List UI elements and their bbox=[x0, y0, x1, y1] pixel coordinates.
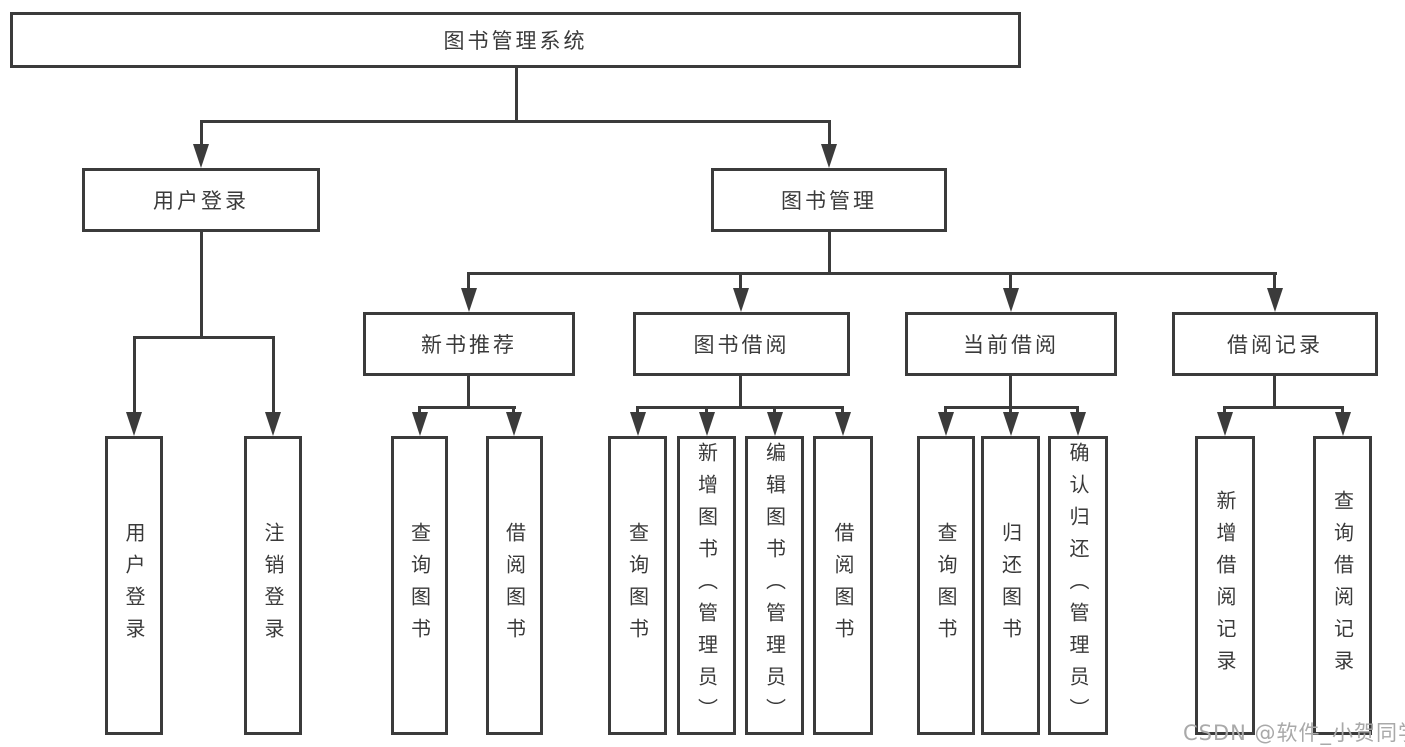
leaf-query-borrow-record: 查询借阅记录 bbox=[1313, 436, 1372, 735]
connector-line bbox=[200, 230, 203, 338]
leaf-return-books: 归还图书 bbox=[981, 436, 1040, 735]
node-user-login-branch-label: 用户登录 bbox=[153, 189, 249, 213]
arrow-down-icon bbox=[630, 412, 646, 436]
arrow-down-icon bbox=[835, 412, 851, 436]
csdn-watermark: CSDN @软件_小贺同学 bbox=[1183, 721, 1405, 745]
connector-line bbox=[418, 406, 516, 409]
leaf-confirm-return-admin-label: 确认归还（管理员） bbox=[1066, 441, 1090, 730]
connector-line bbox=[1273, 272, 1276, 292]
arrow-down-icon bbox=[412, 412, 428, 436]
connector-line bbox=[1273, 374, 1276, 408]
connector-line bbox=[828, 230, 831, 274]
node-book-management-branch: 图书管理 bbox=[711, 168, 947, 232]
connector-line bbox=[636, 406, 844, 409]
leaf-query-books-2-label: 查询图书 bbox=[625, 521, 650, 650]
connector-line bbox=[1009, 272, 1012, 292]
leaf-logout: 注销登录 bbox=[244, 436, 302, 735]
node-book-borrowing: 图书借阅 bbox=[633, 312, 850, 376]
arrow-down-icon bbox=[1267, 288, 1283, 312]
leaf-edit-books-admin: 编辑图书（管理员） bbox=[745, 436, 804, 735]
leaf-edit-books-admin-label: 编辑图书（管理员） bbox=[762, 441, 787, 730]
arrow-down-icon bbox=[821, 144, 837, 168]
leaf-add-books-admin: 新增图书（管理员） bbox=[677, 436, 736, 735]
arrow-down-icon bbox=[1335, 412, 1351, 436]
connector-line bbox=[200, 120, 203, 148]
leaf-query-books-3-label: 查询图书 bbox=[934, 521, 958, 650]
leaf-query-books-1-label: 查询图书 bbox=[407, 521, 432, 650]
leaf-borrow-books-1: 借阅图书 bbox=[486, 436, 543, 735]
connector-line bbox=[133, 336, 136, 416]
connector-line bbox=[1009, 374, 1012, 408]
leaf-query-books-2: 查询图书 bbox=[608, 436, 667, 735]
connector-line bbox=[945, 406, 1079, 409]
connector-line bbox=[828, 120, 831, 148]
arrow-down-icon bbox=[767, 412, 783, 436]
arrow-down-icon bbox=[1003, 288, 1019, 312]
node-root: 图书管理系统 bbox=[10, 12, 1021, 68]
connector-line bbox=[200, 120, 831, 123]
leaf-add-borrow-record: 新增借阅记录 bbox=[1195, 436, 1255, 735]
arrow-down-icon bbox=[1070, 412, 1086, 436]
leaf-confirm-return-admin: 确认归还（管理员） bbox=[1048, 436, 1108, 735]
arrow-down-icon bbox=[733, 288, 749, 312]
connector-line bbox=[1224, 406, 1343, 409]
node-book-borrowing-label: 图书借阅 bbox=[693, 333, 790, 357]
connector-line bbox=[739, 272, 742, 292]
connector-line bbox=[468, 272, 1277, 275]
arrow-down-icon bbox=[938, 412, 954, 436]
arrow-down-icon bbox=[1003, 412, 1019, 436]
connector-line bbox=[467, 374, 470, 408]
node-current-borrowing: 当前借阅 bbox=[905, 312, 1117, 376]
node-user-login-branch: 用户登录 bbox=[82, 168, 320, 232]
arrow-down-icon bbox=[1217, 412, 1233, 436]
arrow-down-icon bbox=[193, 144, 209, 168]
leaf-query-borrow-record-label: 查询借阅记录 bbox=[1330, 489, 1355, 682]
node-borrowing-records: 借阅记录 bbox=[1172, 312, 1378, 376]
node-new-book-recommendation: 新书推荐 bbox=[363, 312, 575, 376]
leaf-query-books-3: 查询图书 bbox=[917, 436, 975, 735]
connector-line bbox=[133, 336, 275, 339]
leaf-query-books-1: 查询图书 bbox=[391, 436, 448, 735]
leaf-add-books-admin-label: 新增图书（管理员） bbox=[694, 441, 719, 730]
leaf-user-login-label: 用户登录 bbox=[122, 521, 146, 650]
node-new-book-recommendation-label: 新书推荐 bbox=[421, 333, 517, 357]
node-root-label: 图书管理系统 bbox=[443, 29, 588, 53]
arrow-down-icon bbox=[126, 412, 142, 436]
arrow-down-icon bbox=[461, 288, 477, 312]
connector-line bbox=[467, 272, 470, 292]
arrow-down-icon bbox=[265, 412, 281, 436]
leaf-borrow-books-2-label: 借阅图书 bbox=[831, 521, 855, 650]
connector-line bbox=[739, 374, 742, 408]
leaf-borrow-books-2: 借阅图书 bbox=[813, 436, 873, 735]
leaf-user-login: 用户登录 bbox=[105, 436, 163, 735]
leaf-add-borrow-record-label: 新增借阅记录 bbox=[1213, 489, 1237, 682]
leaf-logout-label: 注销登录 bbox=[261, 521, 285, 650]
node-borrowing-records-label: 借阅记录 bbox=[1227, 333, 1323, 357]
connector-line bbox=[515, 68, 518, 123]
leaf-return-books-label: 归还图书 bbox=[998, 521, 1023, 650]
leaf-borrow-books-1-label: 借阅图书 bbox=[502, 521, 527, 650]
node-book-management-branch-label: 图书管理 bbox=[781, 189, 877, 213]
arrow-down-icon bbox=[506, 412, 522, 436]
node-current-borrowing-label: 当前借阅 bbox=[963, 333, 1059, 357]
arrow-down-icon bbox=[699, 412, 715, 436]
connector-line bbox=[272, 336, 275, 416]
